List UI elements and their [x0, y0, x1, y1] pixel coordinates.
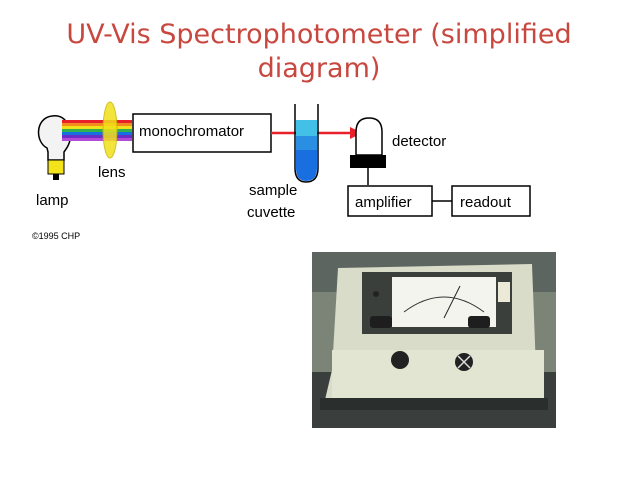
monochromator-label: monochromator — [139, 123, 244, 140]
copyright-label: ©1995 CHP — [32, 231, 80, 241]
readout-box — [451, 185, 531, 217]
lamp-label: lamp — [36, 192, 69, 209]
light-beam — [62, 120, 132, 141]
readout-label: readout — [460, 194, 512, 211]
spectrophotometer-photo — [312, 252, 556, 428]
lens-label: lens — [98, 164, 126, 181]
lens-icon — [102, 101, 118, 159]
detector-label: detector — [392, 133, 446, 150]
title-line-2: diagram) — [257, 53, 381, 84]
amplifier-label: amplifier — [355, 194, 412, 211]
detector-icon — [350, 117, 386, 185]
cuvette-icon — [294, 104, 319, 183]
monochromator-box — [132, 113, 272, 153]
sample-label: sample — [249, 182, 297, 199]
cuvette-label: cuvette — [247, 204, 295, 221]
title-line-1: UV-Vis Spectrophotometer (simplified — [66, 19, 572, 50]
slide-title: UV-Vis Spectrophotometer (simplified dia… — [0, 18, 638, 86]
amplifier-box — [347, 185, 433, 217]
